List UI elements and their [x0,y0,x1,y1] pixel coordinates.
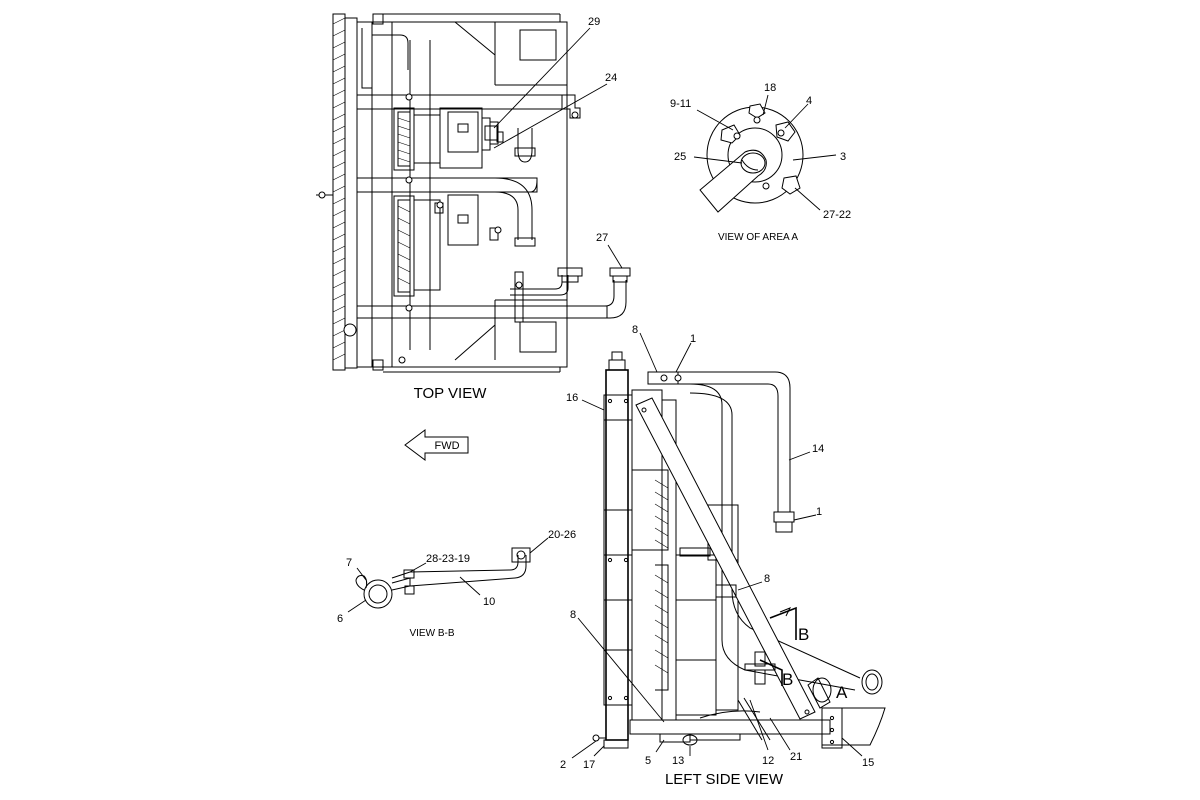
callout-9-11: 9-11 [670,98,691,110]
view-b-b-title: VIEW B-B [409,628,454,639]
callout-5: 5 [645,755,651,767]
callout-8-low: 8 [570,609,576,621]
callout-1-mid: 1 [816,506,822,518]
callout-13: 13 [672,755,684,767]
section-mark-b-lower: B [782,670,793,689]
callout-8-top: 8 [632,324,638,336]
view-b-b-detail [347,537,549,613]
callout-24: 24 [605,72,617,84]
callout-29: 29 [588,16,600,28]
callout-25: 25 [674,151,686,163]
area-a-marker: A [836,683,848,702]
area-a-detail [693,94,837,213]
callout-2: 2 [560,759,566,771]
callout-17: 17 [583,759,595,771]
section-mark-b-upper: B [798,625,809,644]
callout-4: 4 [806,95,812,107]
callout-16: 16 [566,392,578,404]
callout-10: 10 [483,596,495,608]
callout-20-26: 20-26 [548,529,576,541]
callout-1-top: 1 [690,333,696,345]
left-side-view-drawing [571,332,886,759]
callout-3: 3 [840,151,846,163]
callout-27: 27 [596,232,608,244]
callout-6: 6 [337,613,343,625]
callout-8-mid: 8 [764,573,770,585]
top-view-drawing [316,13,631,373]
callout-14: 14 [812,443,824,455]
callout-18: 18 [764,82,776,94]
top-view-title: TOP VIEW [414,385,488,402]
callout-21: 21 [790,751,802,763]
callout-12: 12 [762,755,774,767]
callout-28-23-19: 28-23-19 [426,553,470,565]
callout-15: 15 [862,757,874,769]
callout-7: 7 [346,557,352,569]
callout-27-22: 27-22 [823,209,851,221]
left-side-view-title: LEFT SIDE VIEW [665,771,784,788]
fwd-arrow-icon: FWD [404,429,469,461]
fwd-label: FWD [434,440,459,452]
area-a-title: VIEW OF AREA A [718,232,798,243]
